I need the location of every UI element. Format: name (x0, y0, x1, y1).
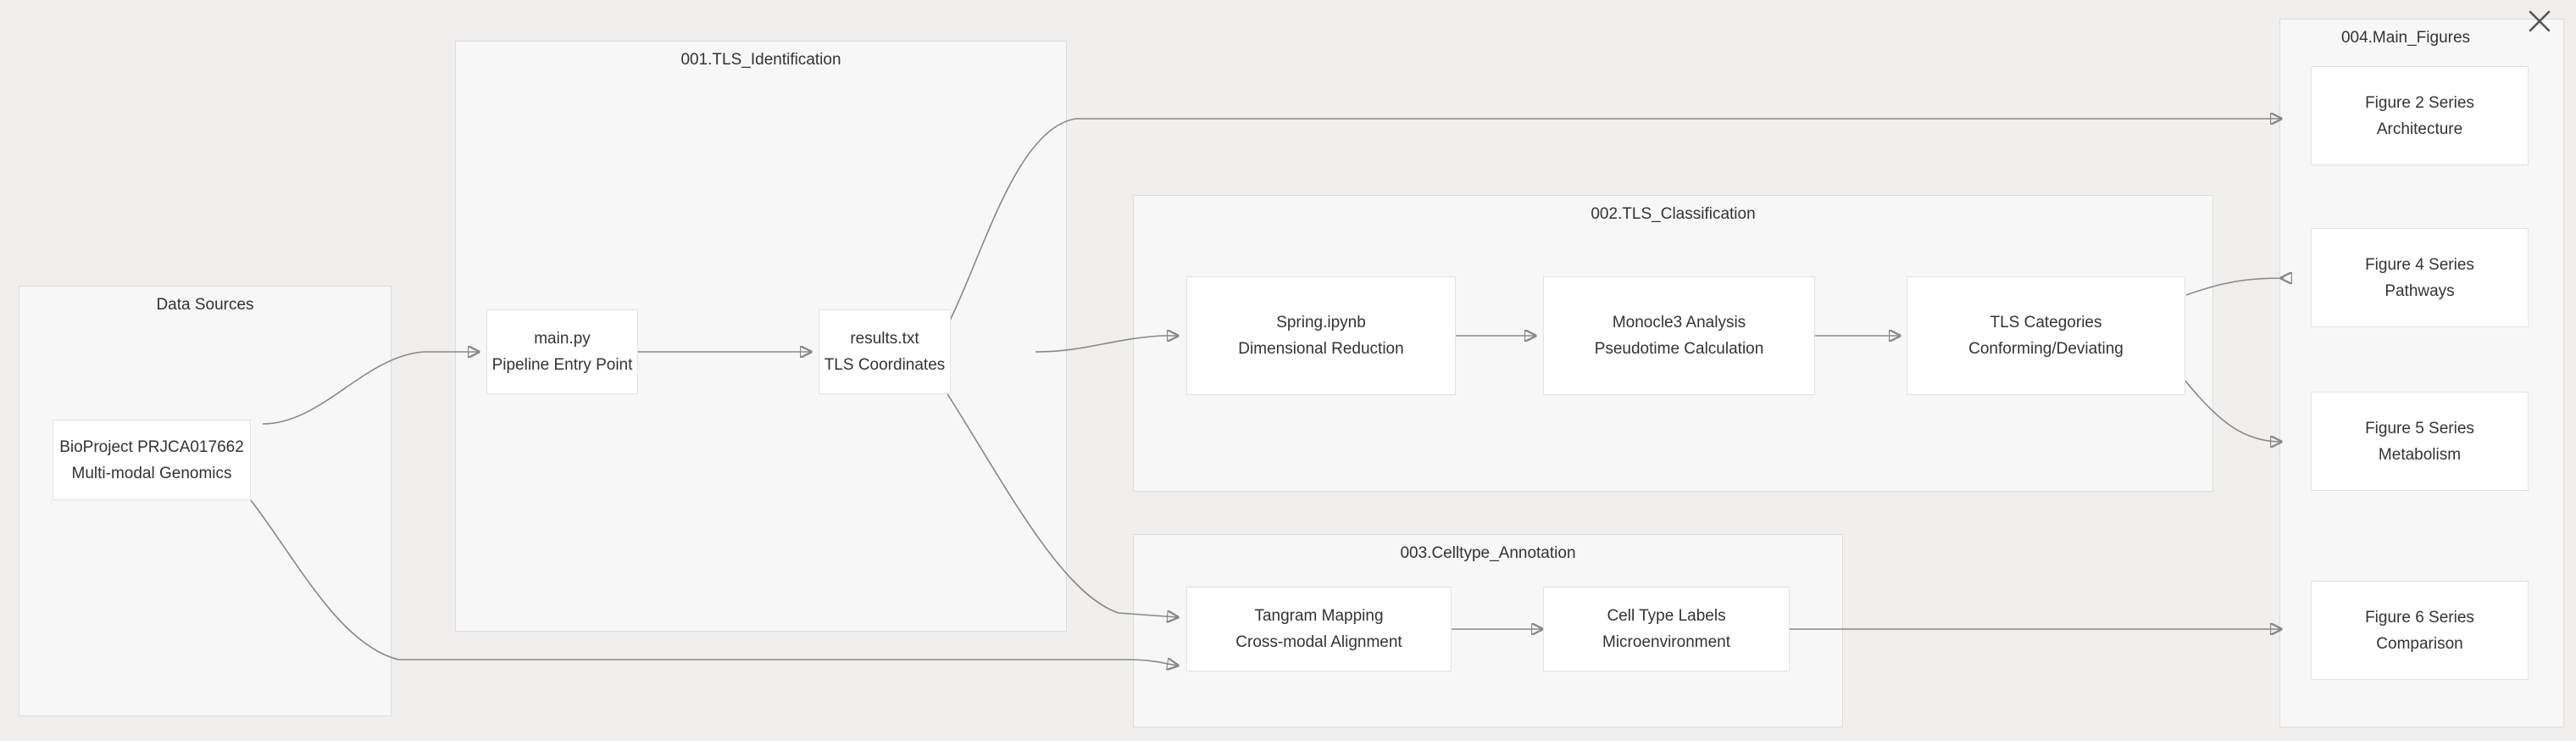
node-main-py-line2: Pipeline Entry Point (491, 356, 633, 374)
node-figure4-line1: Figure 4 Series (2365, 255, 2474, 274)
node-monocle3-line1: Monocle3 Analysis (1612, 314, 1746, 332)
node-monocle3-line2: Pseudotime Calculation (1594, 340, 1764, 358)
node-tls-categories-line2: Conforming/Deviating (1968, 340, 2124, 358)
cluster-main-figures-title: 004.Main_Figures (2340, 29, 2471, 47)
node-spring-ipynb-line2: Dimensional Reduction (1238, 340, 1404, 358)
node-bioproject-line2: Multi-modal Genomics (71, 464, 232, 482)
node-results-txt-line1: results.txt (850, 330, 919, 348)
cluster-tls-identification-title: 001.TLS_Identification (680, 51, 841, 69)
node-figure2-line2: Architecture (2376, 120, 2463, 138)
node-tangram-line2: Cross-modal Alignment (1235, 633, 1402, 651)
node-tls-categories-line1: TLS Categories (1990, 314, 2102, 332)
node-results-txt-line2: TLS Coordinates (824, 356, 946, 374)
node-bioproject-line1: BioProject PRJCA017662 (59, 437, 244, 456)
cluster-celltype-annotation-title: 003.Celltype_Annotation (1400, 544, 1576, 562)
cluster-data-sources-title: Data Sources (156, 296, 254, 314)
node-celltype-labels-line1: Cell Type Labels (1607, 607, 1726, 625)
node-spring-ipynb-line1: Spring.ipynb (1276, 314, 1366, 332)
node-monocle3[interactable]: Monocle3 Analysis Pseudotime Calculation (1543, 276, 1815, 395)
node-figure5[interactable]: Figure 5 Series Metabolism (2311, 392, 2529, 491)
node-figure5-line2: Metabolism (2378, 445, 2462, 464)
node-spring-ipynb[interactable]: Spring.ipynb Dimensional Reduction (1186, 276, 1456, 395)
node-main-py[interactable]: main.py Pipeline Entry Point (486, 309, 638, 394)
node-main-py-line1: main.py (534, 330, 591, 348)
node-figure6[interactable]: Figure 6 Series Comparison (2311, 581, 2529, 680)
node-figure6-line2: Comparison (2376, 634, 2463, 653)
node-figure5-line1: Figure 5 Series (2365, 419, 2474, 437)
node-celltype-labels[interactable]: Cell Type Labels Microenvironment (1543, 587, 1790, 671)
close-icon[interactable] (2525, 7, 2554, 36)
node-bioproject[interactable]: BioProject PRJCA017662 Multi-modal Genom… (53, 420, 251, 500)
node-tls-categories[interactable]: TLS Categories Conforming/Deviating (1907, 276, 2185, 395)
node-celltype-labels-line2: Microenvironment (1602, 633, 1730, 651)
node-figure2[interactable]: Figure 2 Series Architecture (2311, 66, 2529, 165)
node-results-txt[interactable]: results.txt TLS Coordinates (819, 309, 951, 394)
node-tangram[interactable]: Tangram Mapping Cross-modal Alignment (1186, 587, 1452, 671)
node-figure6-line1: Figure 6 Series (2365, 608, 2474, 627)
cluster-tls-classification-title: 002.TLS_Classification (1591, 205, 1756, 223)
node-figure2-line1: Figure 2 Series (2365, 93, 2474, 112)
cluster-data-sources: Data Sources (19, 286, 391, 716)
node-figure4[interactable]: Figure 4 Series Pathways (2311, 228, 2529, 327)
node-tangram-line1: Tangram Mapping (1254, 607, 1384, 625)
node-figure4-line2: Pathways (2384, 281, 2455, 300)
